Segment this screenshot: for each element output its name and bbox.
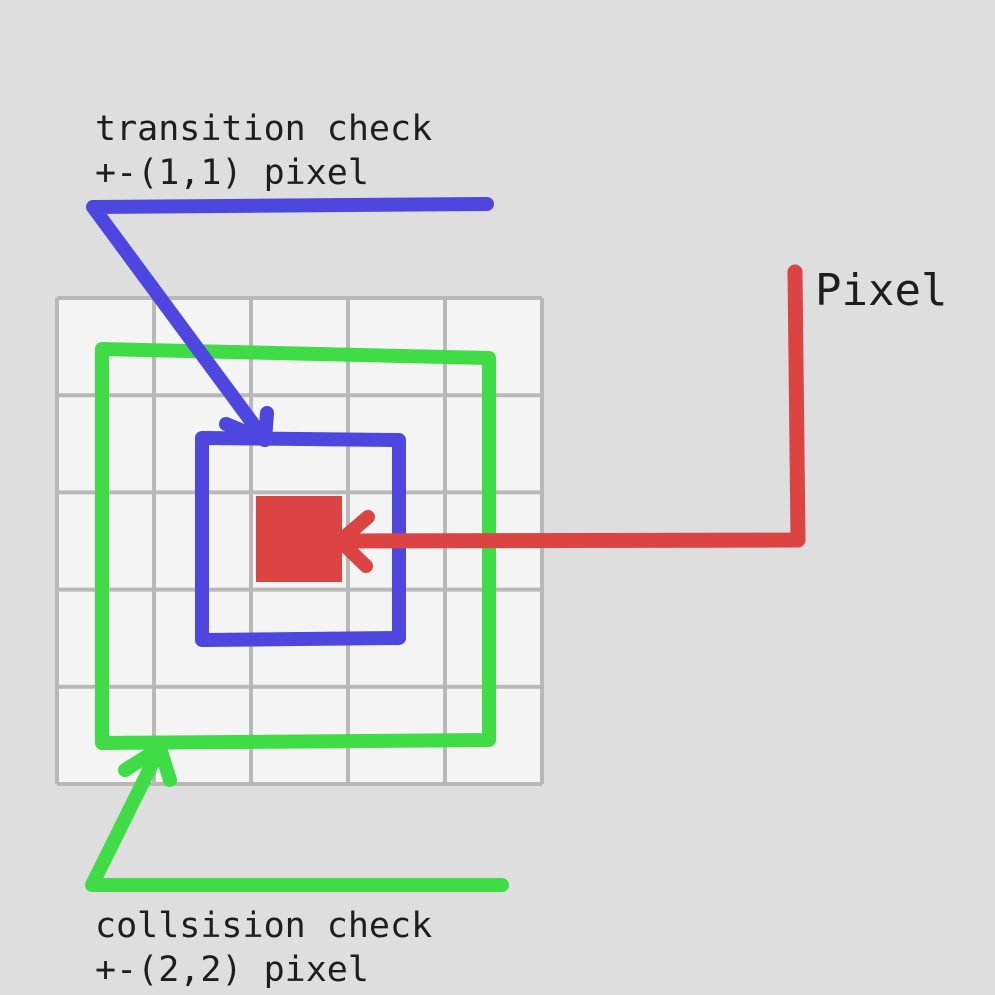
collision-check-region [85,342,509,892]
collision-label-line1: collsision check [95,906,432,946]
collision-arrowhead [118,741,177,787]
grid-lines [55,296,544,786]
collision-leader-line [85,741,509,892]
transition-check-box [195,431,406,647]
transition-arrowhead [219,406,274,447]
transition-label-line1: transition check [95,109,432,149]
pixel-arrowhead [333,510,375,573]
target-pixel [256,496,342,582]
transition-check-region [86,197,494,647]
pixel-leader-line [332,264,806,549]
collision-check-box [95,342,496,750]
transition-leader-line [86,197,494,447]
target-pixel-group [256,264,806,582]
transition-label-line2: +-(1,1) pixel [95,153,369,193]
collision-label-line2: +-(2,2) pixel [95,950,369,990]
pixel-label: Pixel [815,265,947,316]
